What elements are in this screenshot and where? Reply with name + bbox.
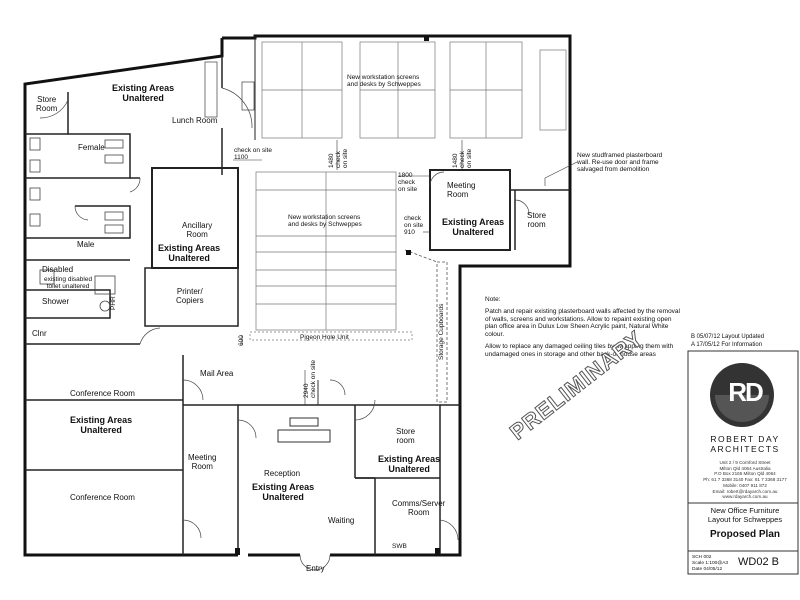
- workstations-top: [261, 41, 567, 139]
- workstations-middle: [249, 171, 413, 341]
- store-room-lower-label: Store room: [396, 427, 416, 445]
- title-block-frame: [687, 350, 799, 575]
- printer-label: Printer/ Copiers: [176, 287, 204, 305]
- dimension-910: check on site 910: [404, 215, 424, 237]
- notes-paragraph-1: Patch and repair existing plasterboard w…: [485, 308, 680, 338]
- meeting-room-upper-label: Meeting Room: [447, 181, 476, 199]
- firm-name: ROBERT DAY ARCHITECTS: [710, 434, 780, 454]
- pigeon-hole-label: Pigeon Hole Unit: [300, 334, 349, 341]
- entry-label: Entry: [306, 564, 325, 573]
- lunch-fixtures: [204, 61, 255, 118]
- existing-ancillary-label: Existing Areas Unaltered: [158, 243, 221, 263]
- notes-paragraph-2: Allow to replace any damaged ceiling til…: [485, 343, 674, 358]
- mail-area-label: Mail Area: [200, 369, 234, 378]
- project-name: New Office Furniture Layout for Schweppe…: [707, 506, 783, 524]
- dimension-2940: 2940 check on site: [303, 360, 318, 398]
- store-room-right-label: Store room: [527, 211, 547, 229]
- door-swings: [39, 87, 530, 571]
- workstations-mid-label: New workstation screens and desks by Sch…: [288, 214, 362, 229]
- revision-b: B 05/07/12 Layout Updated: [691, 334, 765, 340]
- lunch-room-label: Lunch Room: [172, 116, 218, 125]
- waiting-label: Waiting: [328, 516, 355, 525]
- dimension-600: 600: [238, 335, 245, 346]
- disabled-note: existing disabled toilet unaltered: [44, 276, 93, 291]
- toilet-fixtures: [29, 137, 124, 312]
- reception-desk: [277, 380, 331, 443]
- swb-label: SWB: [392, 543, 407, 550]
- workstations-top-label: New workstation screens and desks by Sch…: [347, 74, 421, 89]
- existing-store-lower-label: Existing Areas Unaltered: [378, 454, 441, 474]
- logo-monogram: RD: [728, 377, 764, 407]
- meeting-room-lower-label: Meeting Room: [188, 453, 217, 471]
- existing-reception-label: Existing Areas Unaltered: [252, 482, 315, 502]
- dimension-lines: [233, 140, 578, 405]
- existing-conference-label: Existing Areas Unaltered: [70, 415, 133, 435]
- robert-day-logo: [710, 363, 774, 427]
- notes-heading: Note:: [485, 296, 501, 303]
- revision-a: A 17/05/12 For Information: [691, 342, 763, 348]
- shower-label: Shower: [42, 297, 70, 306]
- reception-label: Reception: [264, 469, 301, 478]
- disabled-label: Disabled: [42, 265, 74, 274]
- male-label: Male: [77, 240, 95, 249]
- existing-meeting-upper-label: Existing Areas Unaltered: [442, 217, 505, 237]
- conference-room-2-label: Conference Room: [70, 493, 135, 502]
- general-notes: Note: Patch and repair existing plasterb…: [485, 296, 680, 363]
- columns: [235, 36, 440, 555]
- dimension-1480-a: 1480 check on site: [328, 148, 350, 168]
- sheet-info: SCH 002 Scale 1:100@A3 Date 04/05/12: [692, 555, 729, 572]
- interior-walls: [25, 36, 570, 555]
- conference-room-1-label: Conference Room: [70, 389, 135, 398]
- drawing-title: Proposed Plan: [709, 529, 780, 540]
- dimension-1480-b: 1480 check on site: [452, 148, 474, 168]
- comms-server-label: Comms/Server Room: [392, 499, 446, 517]
- studframed-wall-annotation: New studframed plasterboard wall. Re-use…: [577, 152, 663, 174]
- drawing-number: WD02 B: [738, 556, 779, 568]
- existing-top-label: Existing Areas Unaltered: [112, 83, 175, 103]
- dimension-1100: check on site 1100: [234, 147, 272, 162]
- store-room-top-left-label: Store Room: [36, 95, 58, 113]
- storage-cupboards-label: Storage Cupboards: [438, 303, 445, 360]
- dimension-1800: 1800 check on site: [398, 172, 418, 194]
- phr-label: PHR: [110, 296, 117, 310]
- firm-address: Unit 2 / 9 Cornford Street Milton Qld 40…: [703, 460, 787, 500]
- female-label: Female: [78, 143, 105, 152]
- clnr-label: Clnr: [32, 329, 47, 338]
- ancillary-room-label: Ancillary Room: [182, 221, 213, 239]
